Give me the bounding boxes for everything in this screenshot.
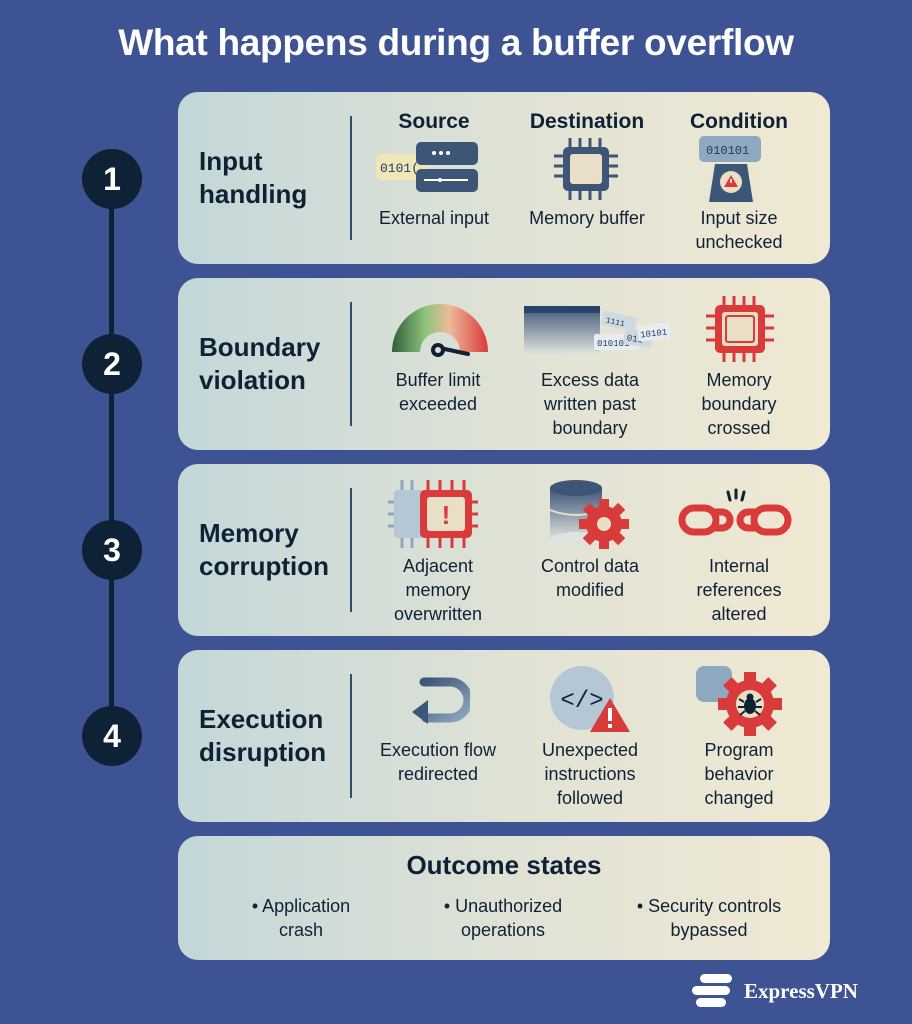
code-symbol-text: </> [560, 688, 603, 715]
outcome-title: Outcome states [406, 850, 602, 880]
divider [350, 302, 352, 426]
expressvpn-logo-icon [692, 974, 732, 1007]
broken-chain-icon [678, 488, 792, 536]
overflow-text-4: 1111 [605, 316, 626, 329]
outcome-item-application-crash: • Application crash [251, 896, 351, 940]
page-title: What happens during a buffer overflow [118, 22, 794, 63]
caption-input-size-unchecked: Input size unchecked [695, 208, 783, 252]
step-number-3: 3 [82, 520, 142, 580]
step-number-4: 4 [82, 706, 142, 766]
outcome-item-unauthorized-operations: • Unauthorized operations [443, 896, 563, 940]
server-data-icon: 0101( [376, 142, 478, 192]
chip-alert-mark: ! [442, 500, 451, 530]
stage-card-memory-corruption: Memory corruption ! Adjacent memory over… [178, 464, 830, 636]
red-chip-icon [706, 296, 774, 362]
caption-excess-data-written: Excess data written past boundary [540, 370, 640, 438]
scale-warning-icon: 010101 [699, 136, 761, 202]
column-header-destination: Destination [529, 110, 645, 133]
server-data-icon-text: 0101( [380, 161, 419, 176]
caption-external-input: External input [378, 208, 490, 228]
column-header-source: Source [398, 110, 470, 133]
caption-unexpected-instructions-followed: Unexpected instructions followed [541, 740, 639, 808]
divider [350, 116, 352, 240]
step-number-1: 1 [82, 149, 142, 209]
stage-title: Memory corruption [199, 518, 329, 581]
timeline-line [109, 182, 114, 738]
stage-title: Execution disruption [199, 704, 327, 767]
caption-internal-references-altered: Internal references altered [696, 556, 782, 624]
outcome-card: Outcome states • Application crash • Una… [178, 836, 830, 960]
caption-adjacent-memory-overwritten: Adjacent memory overwritten [393, 556, 483, 624]
bug-gear-icon [696, 666, 782, 736]
code-warning-icon: </> [550, 666, 630, 732]
caption-memory-boundary-crossed: Memory boundary crossed [701, 370, 777, 438]
stage-card-input-handling: Input handling Source Destination Condit… [178, 92, 830, 264]
step-number-2: 2 [82, 334, 142, 394]
return-arrow-icon [412, 677, 470, 724]
stage-card-boundary-violation: Boundary violation Buffer limit exceeded [178, 278, 830, 450]
column-header-condition: Condition [690, 110, 788, 133]
caption-execution-flow-redirected: Execution flow redirected [379, 740, 497, 784]
caption-memory-buffer: Memory buffer [529, 208, 645, 228]
stage-card-execution-disruption: Execution disruption Execution flow redi… [178, 650, 830, 822]
data-overflow-icon: 1111 010101 011 10101 [524, 306, 671, 354]
caption-program-behavior-changed: Program behavior changed [704, 740, 774, 808]
caption-buffer-limit-exceeded: Buffer limit exceeded [395, 370, 481, 414]
caption-control-data-modified: Control data modified [540, 556, 640, 600]
database-gear-icon [549, 480, 629, 549]
scale-icon-text: 010101 [706, 144, 749, 158]
chip-icon [554, 138, 618, 200]
logo-text: ExpressVPN [744, 978, 858, 1003]
stage-title: Boundary violation [199, 332, 321, 395]
chip-alert-icon: ! [388, 480, 478, 548]
gauge-icon [392, 304, 488, 357]
outcome-item-security-controls-bypassed: • Security controls bypassed [636, 896, 782, 940]
expressvpn-logo: ExpressVPN [690, 974, 858, 1008]
stage-title: Input handling [199, 146, 308, 209]
overflow-text-3: 10101 [640, 328, 668, 341]
divider [350, 488, 352, 612]
overflow-text-1: 010101 [597, 339, 629, 349]
divider [350, 674, 352, 798]
